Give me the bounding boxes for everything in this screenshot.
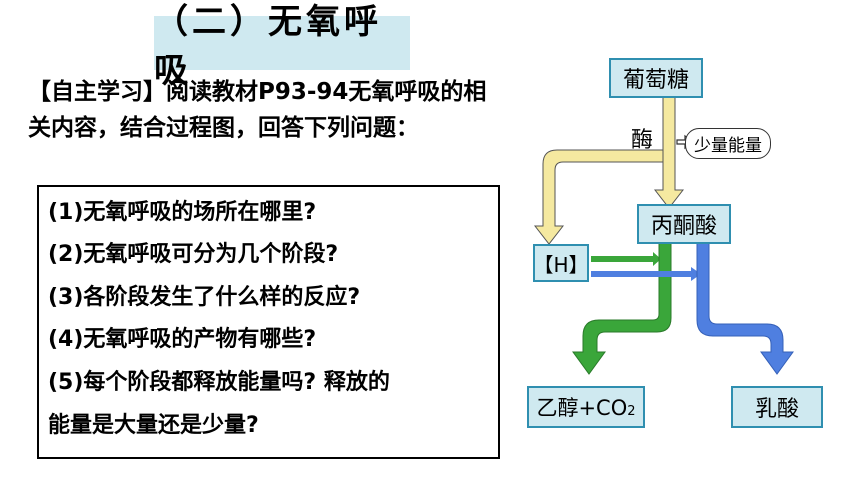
question-5: (5)每个阶段都释放能量吗? 释放的 <box>48 370 390 395</box>
question-4: (4)无氧呼吸的产物有哪些? <box>48 327 317 352</box>
glucose-to-pyruvate-arrow <box>653 93 685 209</box>
pyruvate-box: 丙酮酸 <box>637 204 731 244</box>
enzyme-label: 酶 <box>631 128 654 153</box>
glucose-box: 葡萄糖 <box>609 58 703 98</box>
co2-subscript: 2 <box>627 403 636 419</box>
h-to-lactic-blue-arrow <box>591 267 701 281</box>
question-1: (1)无氧呼吸的场所在哪里? <box>48 200 317 225</box>
pyruvate-to-ethanol-arrow <box>572 239 672 375</box>
question-5-cont: 能量是大量还是少量? <box>48 413 259 438</box>
h-to-ethanol-green-arrow <box>591 252 661 266</box>
ethanol-co2-text: 乙醇+CO <box>536 396 628 420</box>
energy-label: 少量能量 <box>685 128 771 159</box>
pyruvate-to-lactic-arrow <box>696 239 794 375</box>
question-3: (3)各阶段发生了什么样的反应? <box>48 285 361 310</box>
glucose-to-h-arrow <box>533 149 664 245</box>
intro-text: 【自主学习】阅读教材P93-94无氧呼吸的相关内容，结合过程图，回答下列问题： <box>28 79 487 141</box>
section-title: （二）无氧呼吸 <box>154 2 410 91</box>
question-2: (2)无氧呼吸可分为几个阶段? <box>48 242 339 267</box>
lactic-acid-box: 乳酸 <box>731 386 823 428</box>
question-box: (1)无氧呼吸的场所在哪里? (2)无氧呼吸可分为几个阶段? (3)各阶段发生了… <box>37 185 500 459</box>
hydrogen-box: 【H】 <box>533 244 589 282</box>
